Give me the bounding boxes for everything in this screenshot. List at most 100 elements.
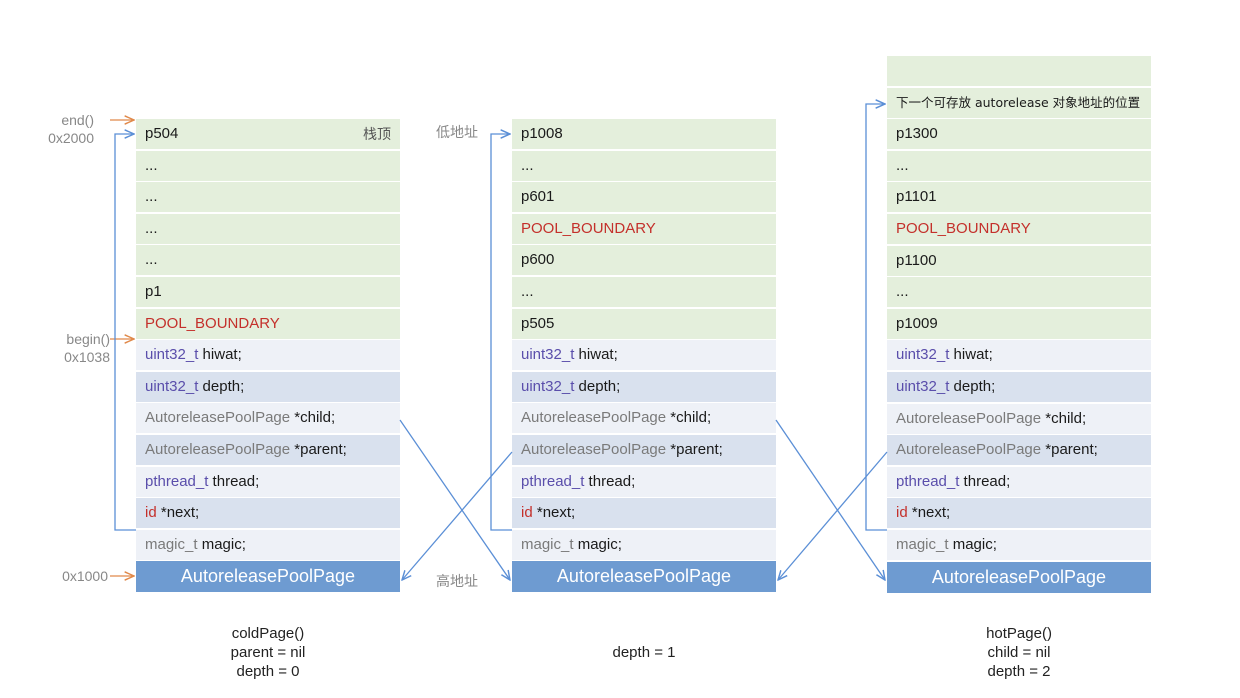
pool-boundary-label: POOL_BOUNDARY: [896, 219, 1031, 237]
next-pointer-arrow-hot: [865, 104, 887, 531]
field-row: AutoreleasePoolPage *child;: [887, 403, 1151, 434]
field-row: id *next;: [512, 498, 776, 529]
field-name: thread;: [584, 472, 636, 490]
field-type: id: [521, 504, 533, 522]
field-type: AutoreleasePoolPage: [145, 409, 291, 427]
object-label: ...: [145, 188, 158, 206]
field-name: thread;: [959, 472, 1011, 490]
field-name: *child;: [290, 409, 336, 427]
field-type: id: [145, 504, 157, 522]
field-type: id: [896, 504, 908, 522]
field-name: *parent;: [666, 440, 723, 458]
object-label: p601: [521, 188, 555, 206]
object-label: p1101: [896, 188, 937, 206]
object-entry: ...: [136, 213, 400, 244]
field-type: magic_t: [521, 535, 574, 553]
caption-line: hotPage(): [986, 625, 1052, 642]
object-label: p1009: [896, 314, 938, 332]
child-pointer-arrow-2: [775, 419, 885, 580]
field-name: *parent;: [290, 440, 347, 458]
field-row: magic_t magic;: [512, 529, 776, 560]
caption-line: coldPage(): [231, 625, 305, 642]
page-header: AutoreleasePoolPage: [136, 561, 400, 593]
object-entry: p1300: [887, 119, 1151, 150]
begin-label: begin() 0x1038: [40, 330, 110, 366]
field-name: depth;: [949, 377, 996, 395]
field-type: magic_t: [145, 535, 198, 553]
field-name: *child;: [1041, 409, 1087, 427]
field-row: magic_t magic;: [136, 529, 400, 560]
field-row: uint32_t hiwat;: [512, 340, 776, 371]
field-type: AutoreleasePoolPage: [521, 409, 667, 427]
object-entry: ...: [136, 182, 400, 213]
object-label: ...: [145, 156, 158, 174]
pool-boundary-label: POOL_BOUNDARY: [521, 219, 656, 237]
next-pointer-arrow-cold: [114, 134, 136, 531]
field-row: pthread_t thread;: [512, 466, 776, 497]
next-pointer-arrow-middle: [490, 134, 512, 531]
object-entry: p1100: [887, 245, 1151, 276]
field-name: depth;: [574, 377, 621, 395]
caption-middle-page: depth = 1: [554, 643, 734, 662]
object-label: ...: [521, 282, 534, 300]
object-label: p600: [521, 251, 555, 269]
field-row: AutoreleasePoolPage *parent;: [136, 434, 400, 465]
field-type: magic_t: [896, 535, 949, 553]
field-name: magic;: [197, 535, 246, 553]
empty-slot: [887, 56, 1151, 86]
field-name: *next;: [156, 504, 200, 522]
field-name: hiwat;: [574, 346, 618, 364]
object-label: ...: [521, 156, 534, 174]
object-entry: p1: [136, 276, 400, 307]
field-row: AutoreleasePoolPage *parent;: [512, 434, 776, 465]
object-entry: p1008: [512, 119, 776, 149]
object-entry: ...: [887, 277, 1151, 308]
object-entry: p1101: [887, 182, 1151, 213]
field-type: AutoreleasePoolPage: [896, 441, 1042, 459]
object-entry: ...: [136, 245, 400, 276]
field-type: uint32_t: [145, 377, 199, 395]
pool-boundary-entry: POOL_BOUNDARY: [136, 308, 400, 339]
object-entry: ...: [512, 150, 776, 181]
field-name: hiwat;: [198, 346, 242, 364]
base-address: 0x1000: [62, 568, 108, 584]
field-row: magic_t magic;: [887, 529, 1151, 560]
object-entry: ...: [887, 150, 1151, 181]
object-entry: p1009: [887, 308, 1151, 339]
field-row: AutoreleasePoolPage *child;: [136, 403, 400, 434]
caption-line: depth = 2: [987, 663, 1051, 680]
parent-pointer-arrow-1: [402, 451, 513, 580]
field-type: pthread_t: [521, 472, 585, 490]
field-type: uint32_t: [145, 346, 199, 364]
caption-line: depth = 1: [612, 644, 676, 661]
child-pointer-arrow-1: [399, 419, 510, 580]
object-entry: ...: [512, 276, 776, 307]
field-row: uint32_t hiwat;: [136, 340, 400, 371]
object-label: ...: [145, 251, 158, 269]
field-name: *next;: [907, 504, 951, 522]
field-row: uint32_t depth;: [136, 371, 400, 402]
object-entry: p601: [512, 182, 776, 213]
end-text: end(): [61, 112, 94, 128]
object-label: p1008: [521, 125, 563, 142]
object-entry: ...: [136, 150, 400, 181]
field-row: uint32_t depth;: [512, 371, 776, 402]
field-row: id *next;: [887, 498, 1151, 529]
object-label: p1100: [896, 251, 937, 269]
field-row: AutoreleasePoolPage *parent;: [887, 435, 1151, 466]
field-name: depth;: [198, 377, 245, 395]
object-label: p505: [521, 314, 555, 332]
field-type: AutoreleasePoolPage: [145, 440, 291, 458]
caption-line: parent = nil: [230, 644, 306, 661]
parent-pointer-arrow-2: [778, 451, 888, 580]
stack-top-tag: 栈顶: [363, 126, 391, 142]
field-name: hiwat;: [949, 346, 993, 364]
field-row: AutoreleasePoolPage *child;: [512, 403, 776, 434]
field-name: *next;: [532, 504, 576, 522]
object-label: p504: [145, 125, 179, 142]
